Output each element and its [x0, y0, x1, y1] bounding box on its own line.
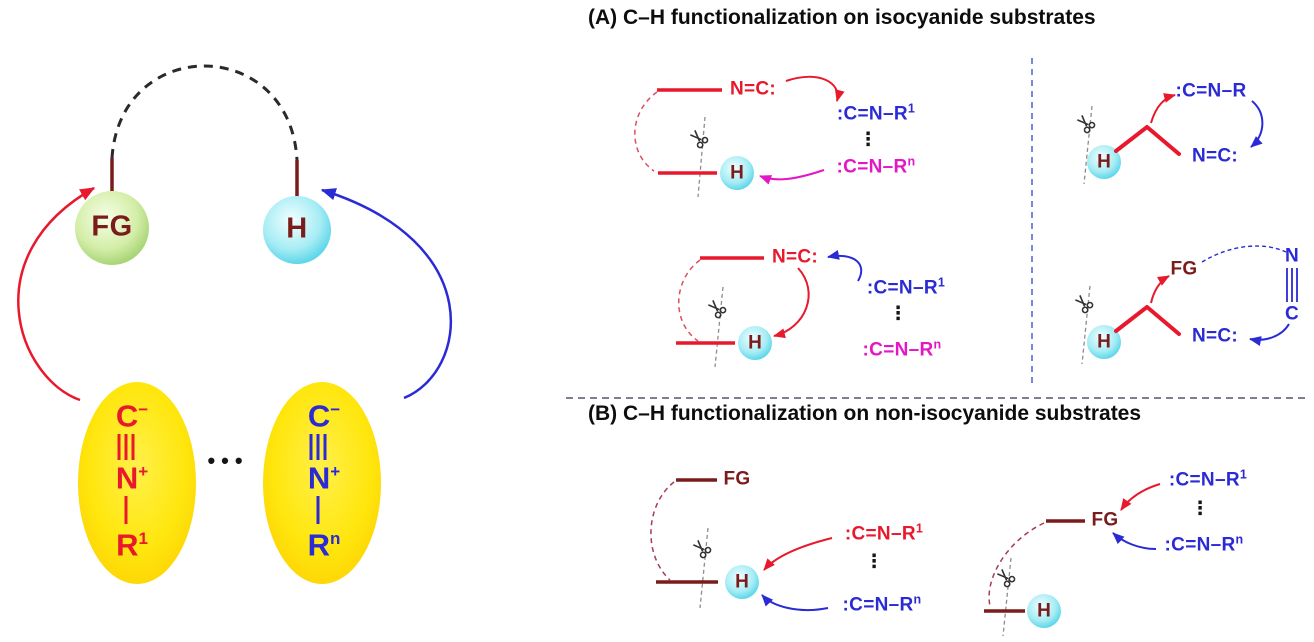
a1-h-label: H [730, 162, 744, 184]
series-ellipsis: ••• [207, 448, 249, 473]
ison-c-atom: C− [307, 398, 341, 434]
a3-cut-line [1083, 105, 1093, 185]
scissors-icon [997, 569, 1016, 588]
a1-vertical-ellipsis: ⋮ [858, 128, 878, 151]
b2-red-arrow [1120, 483, 1161, 511]
panel-b-graphics [650, 478, 1161, 637]
scissors-icon [693, 540, 712, 559]
b1-imidoyl-1: :C=N–R1 [844, 521, 924, 545]
a3-imidoyl-label: :C=N–R [1175, 80, 1247, 102]
a4-cut-line [1081, 285, 1091, 365]
a1-red-arrow [785, 75, 845, 102]
b1-fg-label: FG [723, 468, 751, 490]
a1-imidoyl-1: :C=N–R1 [836, 101, 916, 125]
a4-h-label: H [1097, 331, 1111, 353]
b2-imidoyl-1: :C=N–R1 [1168, 467, 1248, 491]
a2-imidoyl-n: :C=N–Rn [862, 337, 942, 361]
a2-blue-arrow [827, 250, 863, 282]
iso1-c-atom: C− [115, 398, 149, 434]
a4-c-atom: C [1284, 303, 1300, 325]
a1-dashed-arc [634, 91, 658, 172]
a2-dashed-arc [678, 259, 701, 342]
b1-vertical-ellipsis: ⋮ [864, 550, 884, 573]
a3-isocyanide-label: N=C: [1191, 145, 1239, 167]
b2-cut-line [1002, 557, 1012, 637]
b1-blue-arrow [761, 594, 829, 612]
a4-dashed-blue-curve [1201, 245, 1287, 263]
a3-red-arrow [1150, 93, 1176, 124]
a4-n-atom: N [1284, 245, 1300, 267]
red-curved-arrow [17, 186, 96, 402]
panel-b-title: (B) C–H functionalization on non-isocyan… [588, 402, 1142, 425]
b2-dashed-arc [988, 522, 1045, 607]
a2-vertical-ellipsis: ⋮ [888, 302, 908, 325]
a3-h-circle [1087, 145, 1121, 179]
b2-vertical-ellipsis: ⋮ [1190, 497, 1210, 520]
a4-ch-bond [1114, 305, 1181, 336]
scissors-icon [1077, 115, 1096, 134]
a4-h-circle [1087, 325, 1121, 359]
a4-red-arrow [1150, 275, 1170, 304]
a3-ch-bond [1114, 125, 1181, 156]
dashed-connection-arc [110, 64, 299, 161]
iso1-n-atom: N+ [115, 460, 149, 496]
panel-a-title: (A) C–H functionalization on isocyanide … [588, 6, 1096, 29]
b2-h-label: H [1037, 600, 1051, 622]
scissors-icon [1075, 295, 1094, 314]
a4-blue-arrow [1249, 323, 1290, 346]
scissors-icon [708, 300, 727, 319]
isocyanide-n-oval [263, 382, 381, 584]
a2-isocyanide-label: N=C: [771, 246, 819, 268]
a3-h-label: H [1097, 151, 1111, 173]
isocyanide-1-oval [78, 382, 196, 584]
a3-blue-arrow [1250, 100, 1264, 148]
h-circle [263, 196, 331, 264]
isocyanide-1-bonds [117, 434, 135, 524]
scissors-icon [690, 130, 709, 149]
b1-dashed-arc [650, 481, 675, 581]
b1-h-circle [725, 565, 759, 599]
a2-red-arrow [773, 267, 810, 339]
a4-isocyanide-label: N=C: [1191, 325, 1239, 347]
b1-h-label: H [735, 571, 749, 593]
blue-curved-arrow [320, 188, 452, 400]
fg-circle [75, 191, 149, 265]
a2-imidoyl-1: :C=N–R1 [866, 275, 946, 299]
ison-r-group: Rn [307, 527, 341, 563]
a4-vertical-triple-bond [1286, 268, 1298, 302]
a1-magenta-arrow [759, 169, 825, 185]
a2-h-label: H [748, 332, 762, 354]
h-label: H [286, 212, 308, 245]
panel-a-graphics [566, 58, 1310, 399]
b1-red-arrow [763, 537, 833, 571]
ison-n-atom: N+ [307, 460, 341, 496]
a1-isocyanide-label: N=C: [729, 78, 777, 100]
fg-label: FG [91, 210, 133, 243]
a1-h-circle [720, 156, 754, 190]
b2-blue-arrow [1112, 532, 1157, 550]
b2-imidoyl-n: :C=N–Rn [1164, 532, 1244, 556]
a1-imidoyl-n: :C=N–Rn [836, 154, 916, 178]
a2-h-circle [738, 326, 772, 360]
b2-fg-label: FG [1091, 509, 1119, 531]
b1-imidoyl-n: :C=N–Rn [842, 592, 922, 616]
left-scheme-graphics [17, 64, 452, 584]
isocyanide-n-bonds [309, 434, 327, 524]
b1-cut-line [699, 527, 709, 609]
a1-cut-line [697, 116, 706, 198]
a4-fg-label: FG [1170, 258, 1198, 280]
iso1-r-group: R1 [116, 527, 148, 563]
b2-h-circle [1027, 594, 1061, 628]
a2-cut-line [714, 286, 724, 368]
